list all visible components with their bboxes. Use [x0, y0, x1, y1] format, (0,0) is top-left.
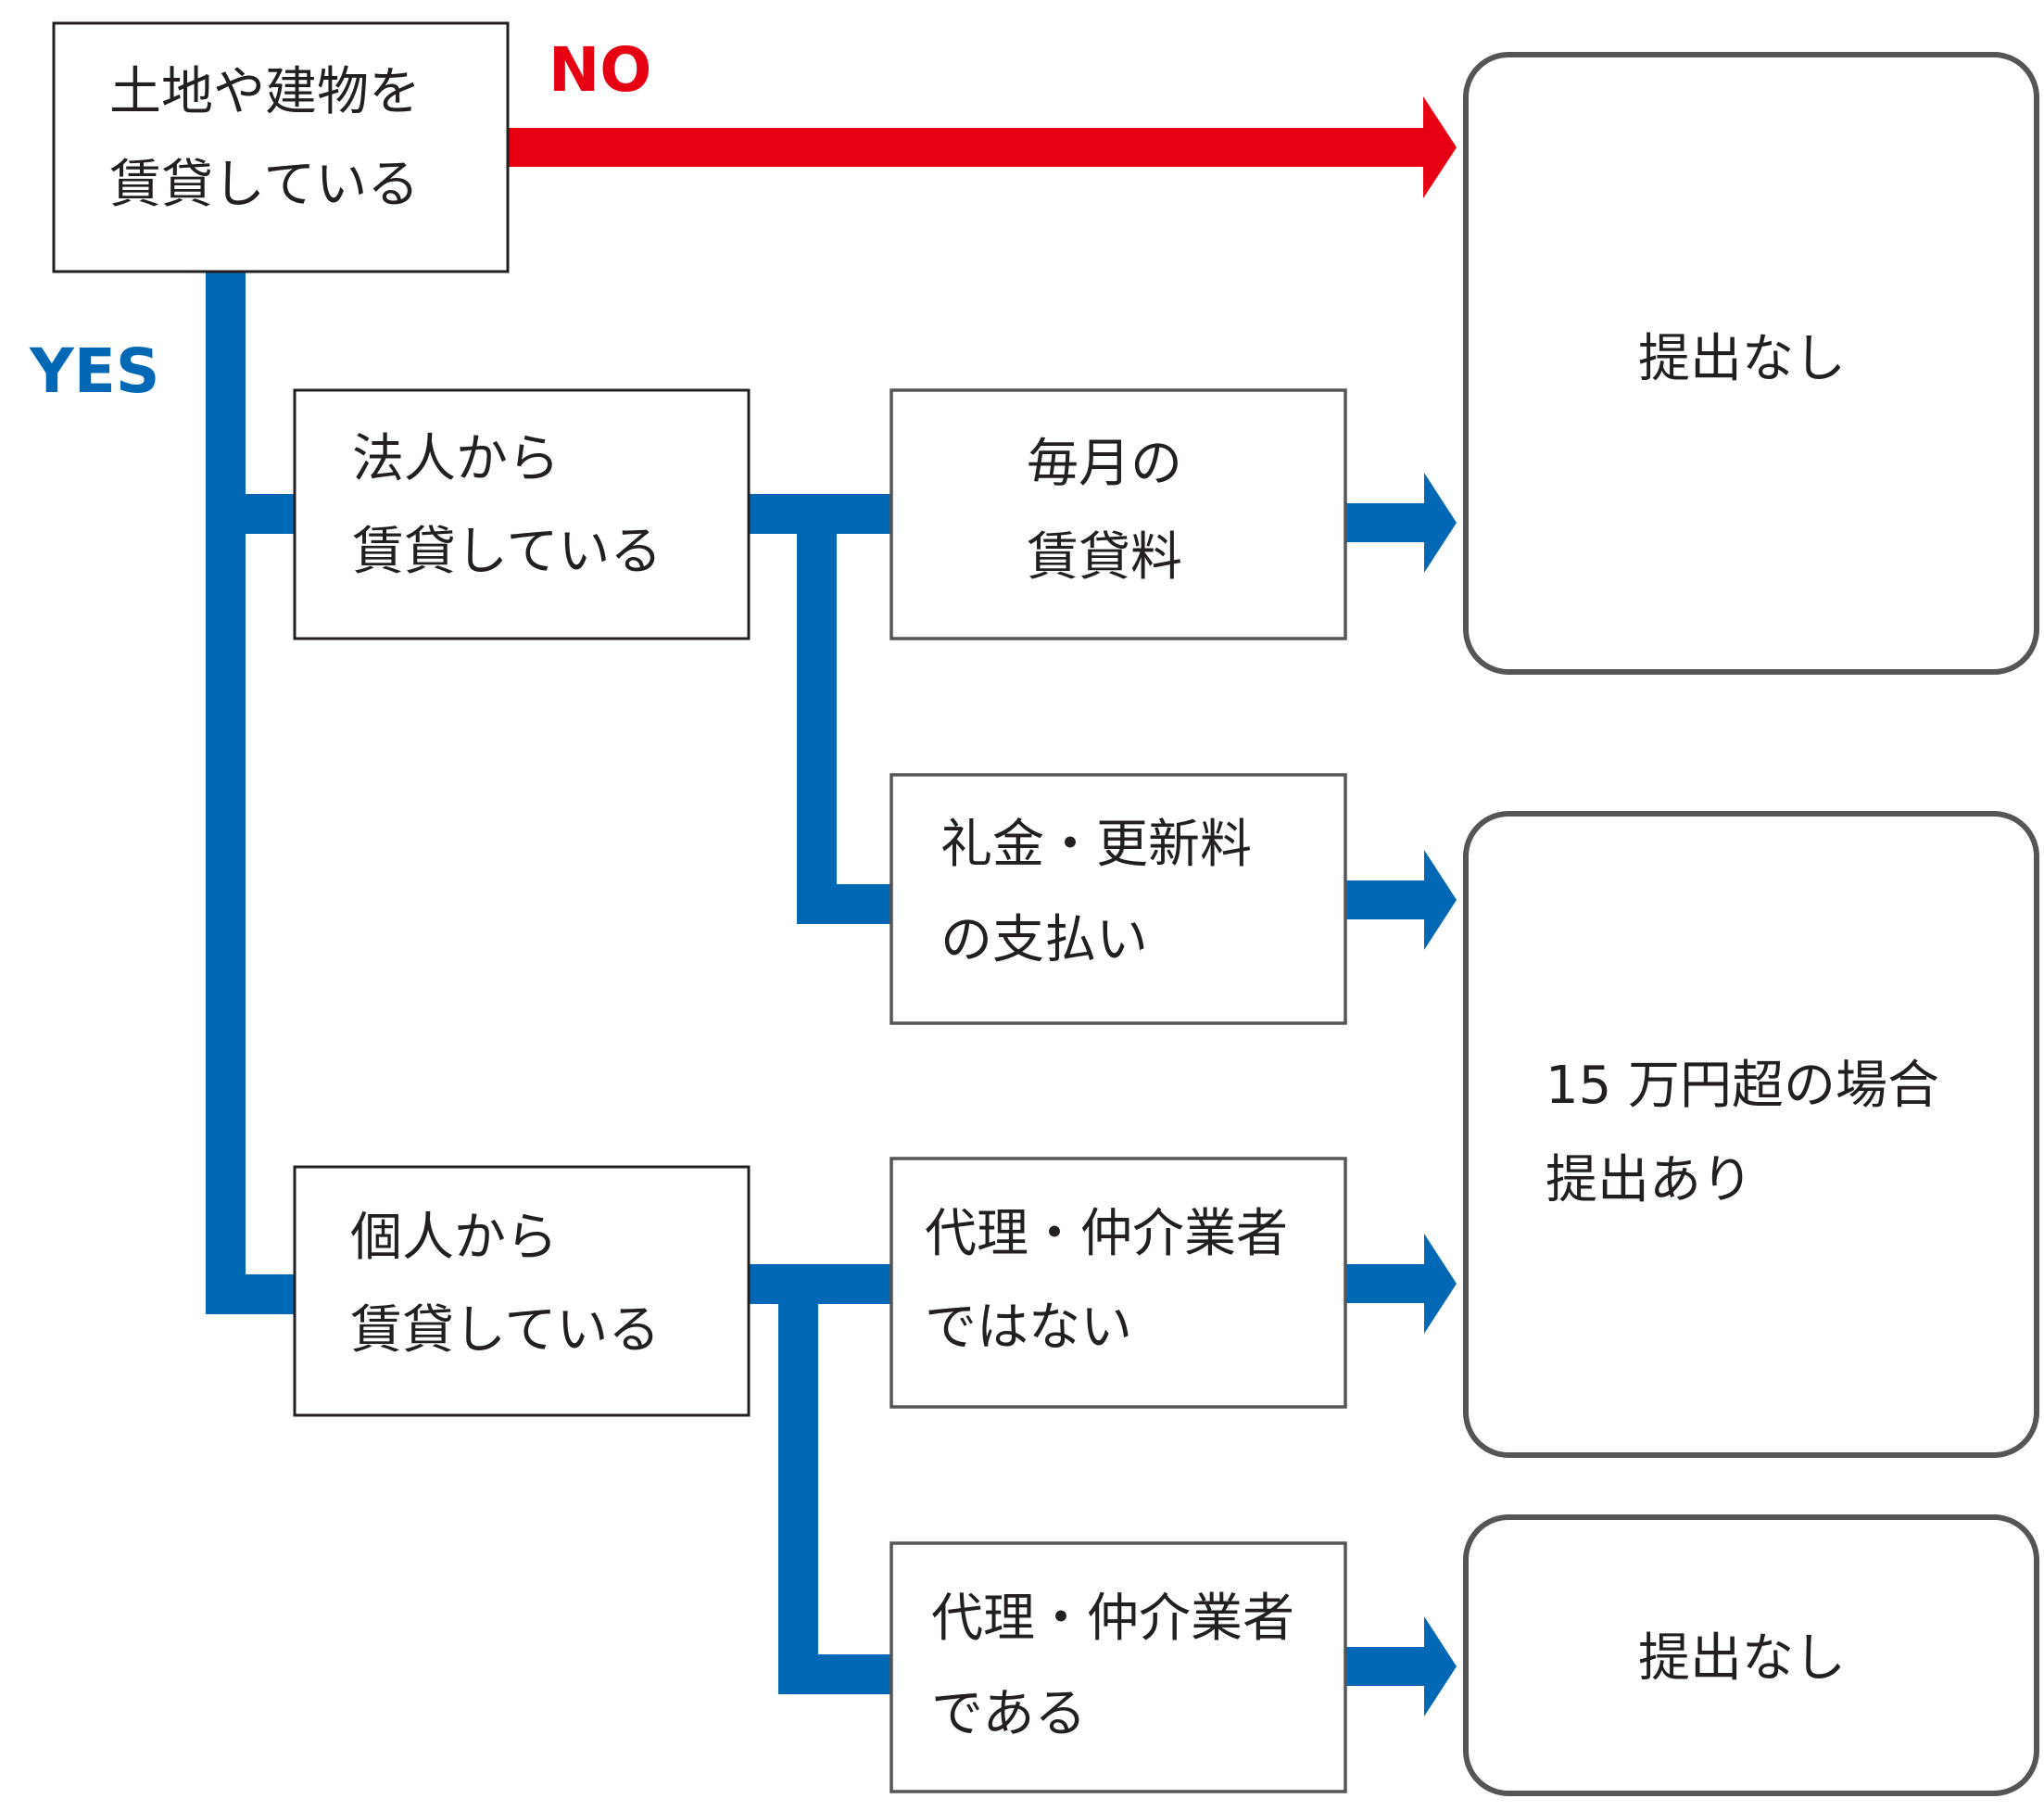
individual-branch-agent: [778, 1654, 892, 1694]
no-label: NO: [549, 34, 651, 106]
key-money-node: 礼金・更新料 の支払い: [890, 773, 1347, 1025]
outcome-top-text: 提出なし: [1638, 329, 1846, 389]
key-money-line1: 礼金・更新料: [940, 815, 1252, 875]
arrow-agent-head: [1424, 1616, 1457, 1716]
outcome-middle-line1: 15 万円超の場合: [1546, 1056, 1939, 1116]
yes-branch-individual: [206, 1274, 297, 1314]
corporate-node-line2: 賃貸している: [352, 522, 662, 582]
corporate-branch-keymoney: [797, 884, 892, 924]
is-agent-line2: である: [931, 1684, 1086, 1744]
no-arrowhead: [1423, 96, 1457, 198]
outcome-middle-line2: 提出あり: [1546, 1150, 1753, 1210]
individual-node: 個人から 賃貸している: [293, 1165, 751, 1417]
arrow-notagent-head: [1424, 1234, 1457, 1334]
connectors: [206, 96, 1457, 1716]
start-node: 土地や建物を 賃貸している: [52, 21, 510, 273]
not-agent-line1: 代理・仲介業者: [925, 1204, 1288, 1264]
arrow-monthly-shaft: [1346, 503, 1427, 542]
outcome-no-submission-top: 提出なし: [1463, 52, 2039, 675]
key-money-line2: の支払い: [940, 910, 1148, 970]
outcome-no-submission-bottom: 提出なし: [1463, 1514, 2039, 1796]
outcome-bottom-text: 提出なし: [1638, 1628, 1846, 1689]
start-node-line1: 土地や建物を: [109, 62, 421, 122]
yes-branch-corporate: [206, 494, 297, 534]
monthly-rent-node: 毎月の 賃貸料: [890, 388, 1347, 640]
individual-node-line1: 個人から: [350, 1208, 558, 1268]
yes-trunk: [206, 272, 246, 1314]
not-agent-node: 代理・仲介業者 ではない: [890, 1157, 1347, 1409]
not-agent-line2: ではない: [925, 1298, 1132, 1358]
corporate-node-line1: 法人から: [352, 429, 560, 489]
individual-branch-v: [778, 1264, 818, 1694]
is-agent-node: 代理・仲介業者 である: [890, 1541, 1347, 1793]
individual-node-line2: 賃貸している: [350, 1300, 660, 1361]
arrow-notagent-shaft: [1346, 1264, 1427, 1303]
arrow-agent-shaft: [1346, 1647, 1427, 1686]
corporate-node: 法人から 賃貸している: [293, 388, 751, 640]
yes-label: YES: [29, 336, 159, 407]
arrow-keymoney-head: [1424, 850, 1457, 950]
monthly-rent-line2: 賃貸料: [1027, 527, 1182, 588]
monthly-rent-line1: 毎月の: [1027, 434, 1182, 494]
arrow-monthly-head: [1424, 473, 1457, 573]
outcome-submission-over-150k: 15 万円超の場合 提出あり: [1463, 811, 2039, 1458]
is-agent-line1: 代理・仲介業者: [931, 1589, 1294, 1649]
arrow-keymoney-shaft: [1346, 880, 1427, 919]
start-node-line2: 賃貸している: [109, 155, 419, 215]
individual-branch-h: [749, 1264, 892, 1304]
corporate-branch-v: [797, 494, 837, 924]
no-connector: [509, 128, 1426, 167]
